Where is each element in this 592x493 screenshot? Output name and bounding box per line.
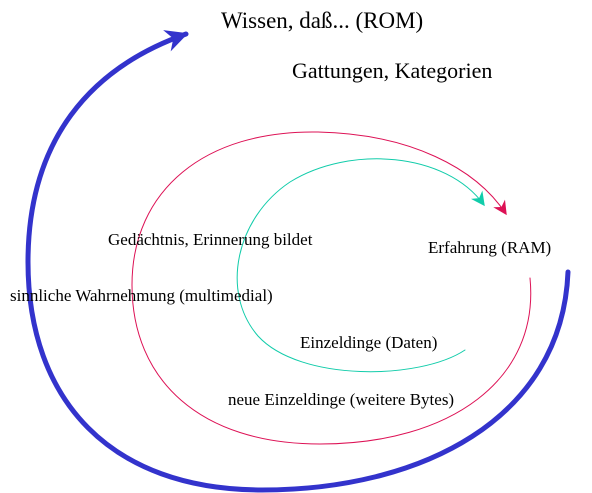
rom-label: Wissen, daß... (ROM) <box>221 8 424 33</box>
outer-spiral-arrow <box>25 30 571 493</box>
experience-label: Erfahrung (RAM) <box>428 238 552 257</box>
middle-spiral-arrow <box>131 131 532 445</box>
data-label: Einzeldinge (Daten) <box>300 333 438 352</box>
inner-spiral-arrow <box>236 158 485 373</box>
memory-label: Gedächtnis, Erinnerung bildet <box>108 230 313 249</box>
perception-label: sinnliche Wahrnehmung (multimedial) <box>10 286 273 305</box>
categories-label: Gattungen, Kategorien <box>292 58 493 83</box>
new-items-label: neue Einzeldinge (weitere Bytes) <box>228 390 455 409</box>
